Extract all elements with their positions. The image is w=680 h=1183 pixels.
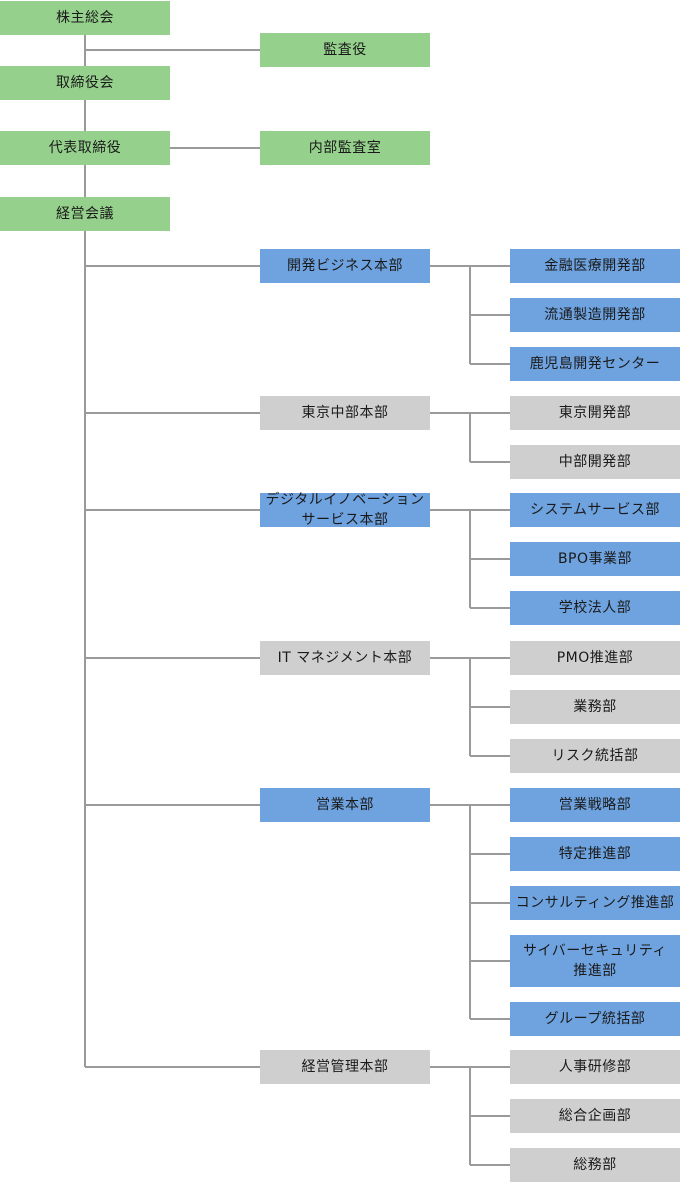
division-node: 開発ビジネス本部 bbox=[260, 249, 430, 283]
department-node: グループ統括部 bbox=[510, 1002, 680, 1036]
department-node: 総務部 bbox=[510, 1148, 680, 1182]
department-node: サイバーセキュリティ 推進部 bbox=[510, 935, 680, 987]
division-node: 営業本部 bbox=[260, 788, 430, 822]
department-node: 人事研修部 bbox=[510, 1050, 680, 1084]
department-node: 業務部 bbox=[510, 690, 680, 724]
department-node: 金融医療開発部 bbox=[510, 249, 680, 283]
division-node: 東京中部本部 bbox=[260, 396, 430, 430]
department-node: 東京開発部 bbox=[510, 396, 680, 430]
management-meeting-node: 経営会議 bbox=[0, 197, 170, 231]
board-of-directors-node: 取締役会 bbox=[0, 66, 170, 100]
department-node: コンサルティング推進部 bbox=[510, 886, 680, 920]
department-node: 中部開発部 bbox=[510, 445, 680, 479]
department-node: BPO事業部 bbox=[510, 542, 680, 576]
department-node: リスク統括部 bbox=[510, 739, 680, 773]
division-node: IT マネジメント本部 bbox=[260, 641, 430, 675]
department-node: 流通製造開発部 bbox=[510, 298, 680, 332]
internal-audit-office-node: 内部監査室 bbox=[260, 131, 430, 165]
division-node: デジタルイノベーション サービス本部 bbox=[260, 492, 430, 528]
shareholders-meeting-node: 株主総会 bbox=[0, 1, 170, 35]
department-node: 営業戦略部 bbox=[510, 788, 680, 822]
auditor-node: 監査役 bbox=[260, 33, 430, 67]
representative-director-node: 代表取締役 bbox=[0, 131, 170, 165]
division-node: 経営管理本部 bbox=[260, 1050, 430, 1084]
department-node: PMO推進部 bbox=[510, 641, 680, 675]
department-node: システムサービス部 bbox=[510, 493, 680, 527]
department-node: 学校法人部 bbox=[510, 591, 680, 625]
department-node: 鹿児島開発センター bbox=[510, 347, 680, 381]
department-node: 特定推進部 bbox=[510, 837, 680, 871]
department-node: 総合企画部 bbox=[510, 1099, 680, 1133]
